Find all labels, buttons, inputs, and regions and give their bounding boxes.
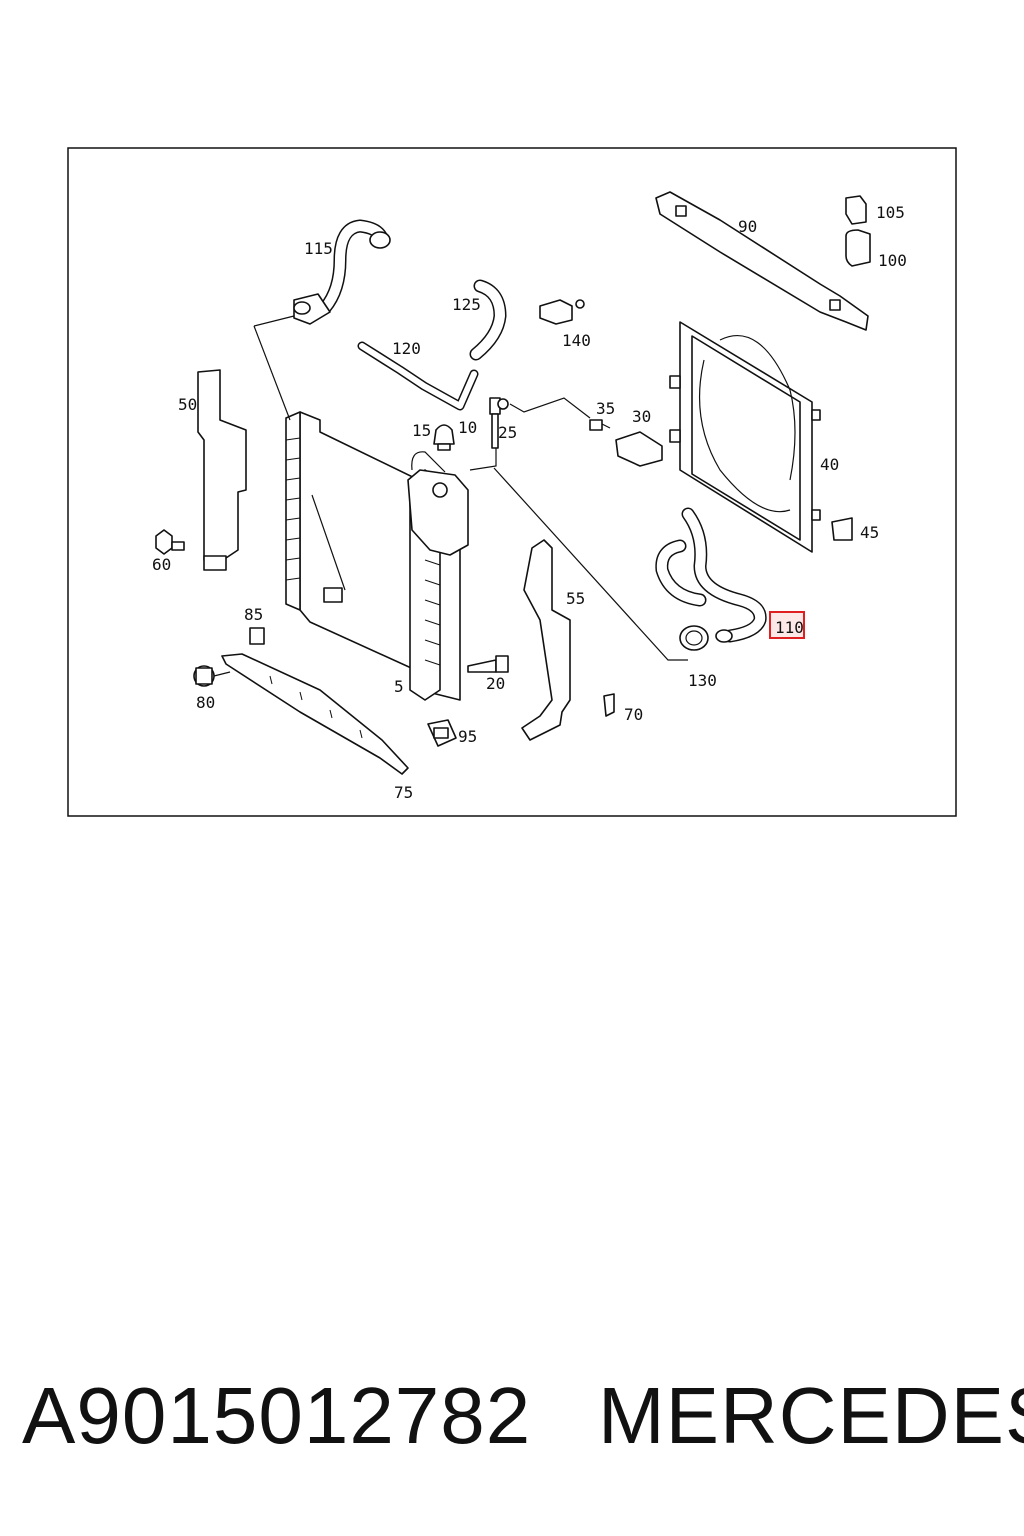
label-125[interactable]: 125 <box>452 295 481 314</box>
label-5[interactable]: 5 <box>394 677 404 696</box>
diagram-frame <box>67 147 957 817</box>
parts-diagram: 115 125 140 120 90 105 100 50 15 10 25 3… <box>67 147 957 817</box>
label-15[interactable]: 15 <box>412 421 431 440</box>
bolt-80-part[interactable] <box>193 665 231 687</box>
clip-140-part[interactable] <box>539 299 585 325</box>
footer: A9015012782 MERCEDES <box>0 1370 1024 1470</box>
label-110[interactable]: 110 <box>775 618 804 637</box>
clip-45-part[interactable] <box>831 517 853 541</box>
left-bracket-part[interactable] <box>197 369 247 571</box>
label-55[interactable]: 55 <box>566 589 585 608</box>
pipe-120-part[interactable] <box>357 341 479 411</box>
label-80[interactable]: 80 <box>196 693 215 712</box>
label-20[interactable]: 20 <box>486 674 505 693</box>
label-115[interactable]: 115 <box>304 239 333 258</box>
expansion-tank-part[interactable] <box>407 451 469 556</box>
label-60[interactable]: 60 <box>152 555 171 574</box>
clip-100-part[interactable] <box>845 229 871 267</box>
clip-70-part[interactable] <box>603 693 615 717</box>
label-95[interactable]: 95 <box>458 727 477 746</box>
clip-105-part[interactable] <box>845 195 867 225</box>
label-100[interactable]: 100 <box>878 251 907 270</box>
label-10[interactable]: 10 <box>458 418 477 437</box>
fan-shroud-part[interactable] <box>669 321 821 553</box>
part-number: A9015012782 <box>22 1371 532 1460</box>
leader-lines <box>253 315 688 661</box>
brand-name: MERCEDES <box>598 1371 1024 1460</box>
label-120[interactable]: 120 <box>392 339 421 358</box>
drain-screw-part[interactable] <box>467 655 509 673</box>
connector-30-part[interactable] <box>615 431 663 467</box>
upper-hose-part[interactable] <box>293 219 391 325</box>
label-85[interactable]: 85 <box>244 605 263 624</box>
sensor-35-part[interactable] <box>589 419 611 431</box>
lower-cover-part[interactable] <box>221 653 409 775</box>
lower-hose-part[interactable] <box>655 507 767 643</box>
hose-125-part[interactable] <box>469 279 507 361</box>
label-30[interactable]: 30 <box>632 407 651 426</box>
part-labels: 115 125 140 120 90 105 100 50 15 10 25 3… <box>152 203 907 802</box>
right-bracket-part[interactable] <box>521 539 571 741</box>
crossmember-90-part[interactable] <box>655 191 869 331</box>
bolt-60-part[interactable] <box>155 529 185 555</box>
highlight-box-110 <box>769 611 805 639</box>
label-40[interactable]: 40 <box>820 455 839 474</box>
clip-85-part[interactable] <box>249 627 265 645</box>
label-75[interactable]: 75 <box>394 783 413 802</box>
label-105[interactable]: 105 <box>876 203 905 222</box>
mount-95-part[interactable] <box>427 719 457 747</box>
label-50[interactable]: 50 <box>178 395 197 414</box>
cap-part[interactable] <box>433 424 455 451</box>
label-70[interactable]: 70 <box>624 705 643 724</box>
label-25[interactable]: 25 <box>498 423 517 442</box>
radiator-part[interactable] <box>285 411 461 701</box>
label-90[interactable]: 90 <box>738 217 757 236</box>
clamp-130-part[interactable] <box>679 625 709 651</box>
label-35[interactable]: 35 <box>596 399 615 418</box>
sensor-part[interactable] <box>489 397 509 449</box>
label-130[interactable]: 130 <box>688 671 717 690</box>
label-45[interactable]: 45 <box>860 523 879 542</box>
label-140[interactable]: 140 <box>562 331 591 350</box>
